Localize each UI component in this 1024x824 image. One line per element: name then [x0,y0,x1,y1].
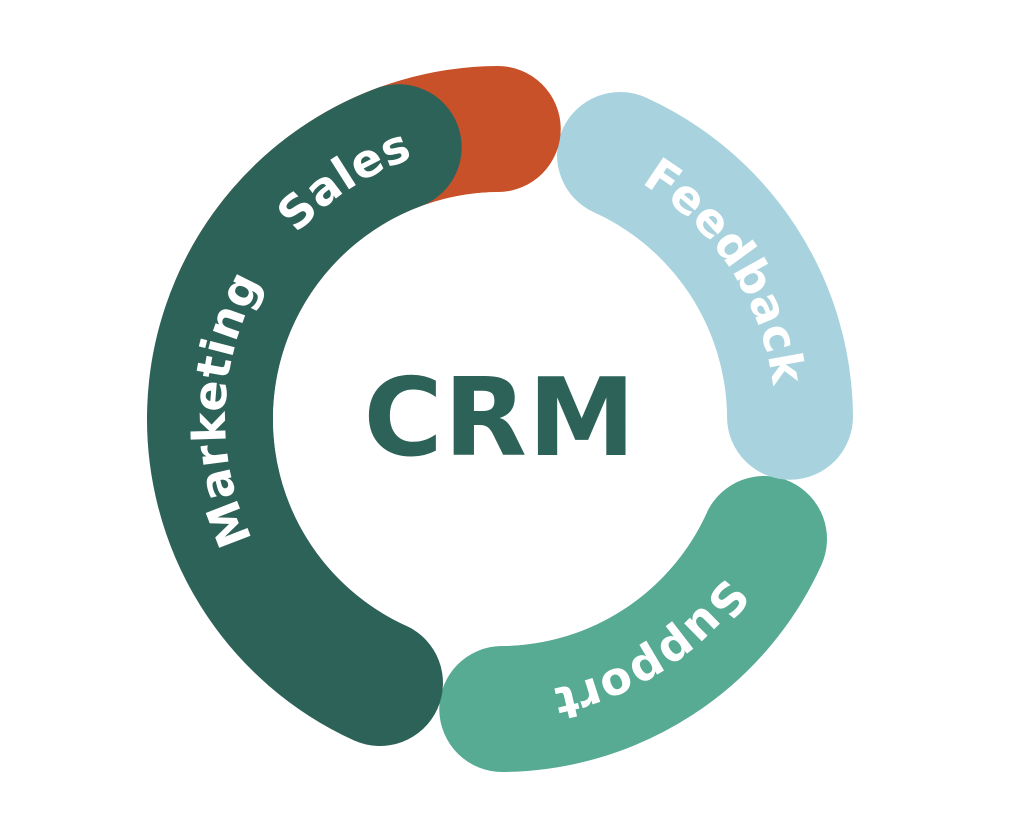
segment-arc-marketing[interactable] [147,84,462,746]
segment-arc-support[interactable] [439,476,827,772]
inner-hub [273,192,727,646]
center-title: CRM [364,356,637,481]
segment-arc-feedback[interactable] [557,92,853,480]
